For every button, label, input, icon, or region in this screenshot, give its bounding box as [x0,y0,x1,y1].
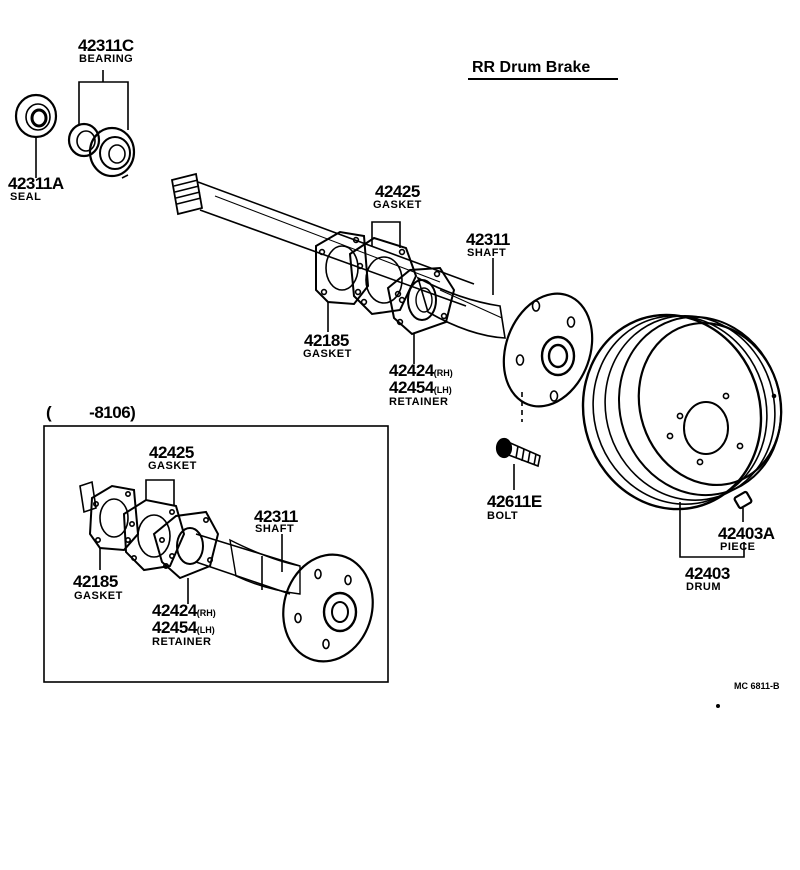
retainer-rh-line: 42424(RH) [389,362,453,380]
inset-retainer-drawing [152,510,220,604]
drum-part-number: 42403 [685,564,730,583]
bearing-drawing [67,70,136,179]
shaft-label: SHAFT [467,247,507,259]
gasket-42185-label: GASKET [303,348,352,360]
bearing-part-number: 42311C [78,36,134,55]
retainer-drawing [386,266,456,364]
inset-retainer-rh-line: 42424(RH) [152,602,216,620]
bolt-drawing [495,437,541,490]
inset-gasket-42425-part-number: 42425 [149,443,194,462]
inset-gasket-42185-label: GASKET [74,590,123,602]
inset-gasket-42185-part-number: 42185 [73,572,118,591]
inset-range-label: ( -8106) [46,403,136,422]
inset-shaft-drawing [195,533,374,663]
gasket-42185-drawing [315,230,370,332]
shaft-part-number: 42311 [466,230,510,249]
inset-retainer-label: RETAINER [152,636,212,648]
piece-drawing [733,490,753,522]
drum-label: DRUM [686,581,721,593]
piece-label: PIECE [720,541,756,553]
shaft-drawing [170,172,506,339]
bolt-part-number: 42611E [487,492,542,511]
retainer-lh-number: 42454 [389,378,434,397]
retainer-rh-number: 42424 [389,361,434,380]
inset-shaft-label: SHAFT [255,523,295,535]
drum-drawing [581,313,783,558]
inset-gasket-42425-drawing [122,479,186,572]
seal-label: SEAL [10,191,42,203]
retainer-lh-line: 42454(LH) [389,379,452,397]
inset-retainer-rh-suffix: (RH) [196,608,216,618]
inset-frame [43,425,389,683]
inset-gasket-42185-drawing [79,480,140,570]
inset-retainer-rh-number: 42424 [152,601,197,620]
inset-retainer-lh-number: 42454 [152,618,197,637]
gasket-42185-part-number: 42185 [304,331,349,350]
diagram-title: RR Drum Brake [472,59,591,76]
inset-shaft-part-number: 42311 [254,507,298,526]
retainer-label: RETAINER [389,396,449,408]
inset-retainer-lh-line: 42454(LH) [152,619,215,637]
retainer-rh-suffix: (RH) [433,368,453,378]
flange-drawing [502,292,594,422]
piece-part-number: 42403A [718,524,775,543]
retainer-lh-suffix: (LH) [433,385,452,395]
gasket-42425-label: GASKET [373,199,422,211]
stray-dot [771,393,777,399]
bolt-label: BOLT [487,510,519,522]
stray-dot [715,703,720,708]
inset-retainer-lh-suffix: (LH) [196,625,215,635]
inset-gasket-42425-label: GASKET [148,460,197,472]
gasket-42425-part-number: 42425 [375,182,420,201]
seal-drawing [14,93,58,178]
bearing-label: BEARING [79,53,134,65]
seal-part-number: 42311A [8,174,64,193]
drawing-code: MC 6811-B [734,681,780,691]
